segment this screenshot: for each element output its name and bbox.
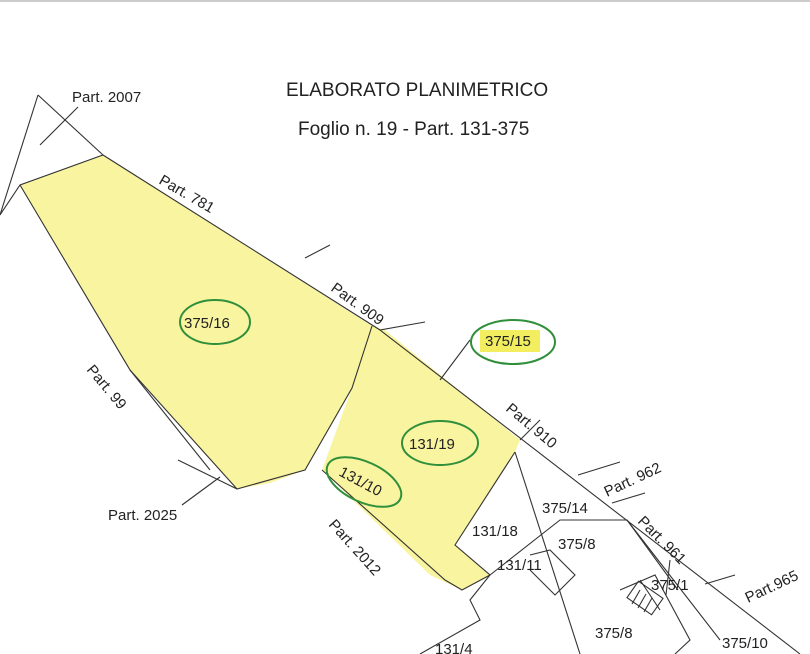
label-131-19: 131/19 <box>409 436 455 453</box>
label-375-1: 375/1 <box>651 577 689 594</box>
stair-symbol <box>626 580 664 616</box>
label-part-99: Part. 99 <box>83 362 130 413</box>
label-375-10: 375/10 <box>722 635 768 652</box>
label-375-15: 375/15 <box>485 333 531 350</box>
label-part-965: Part.965 <box>743 567 802 606</box>
label-131-4: 131/4 <box>435 641 473 654</box>
subtitle: Foglio n. 19 - Part. 131-375 <box>298 119 529 140</box>
label-part-2025: Part. 2025 <box>108 507 177 524</box>
label-131-18: 131/18 <box>472 523 518 540</box>
label-375-8-upper: 375/8 <box>558 536 596 553</box>
label-131-11: 131/11 <box>497 557 542 574</box>
label-375-8-lower: 375/8 <box>595 625 633 642</box>
circles <box>179 299 556 508</box>
label-part-2012: Part. 2012 <box>325 516 384 579</box>
area-375-16 <box>20 155 372 489</box>
area-131-19 <box>322 326 520 590</box>
label-part-2007: Part. 2007 <box>72 89 141 106</box>
label-part-962: Part. 962 <box>602 459 664 500</box>
label-375-14: 375/14 <box>542 500 588 517</box>
title: ELABORATO PLANIMETRICO <box>286 80 548 101</box>
highlight-375-15 <box>480 330 540 352</box>
label-375-16: 375/16 <box>184 315 230 332</box>
